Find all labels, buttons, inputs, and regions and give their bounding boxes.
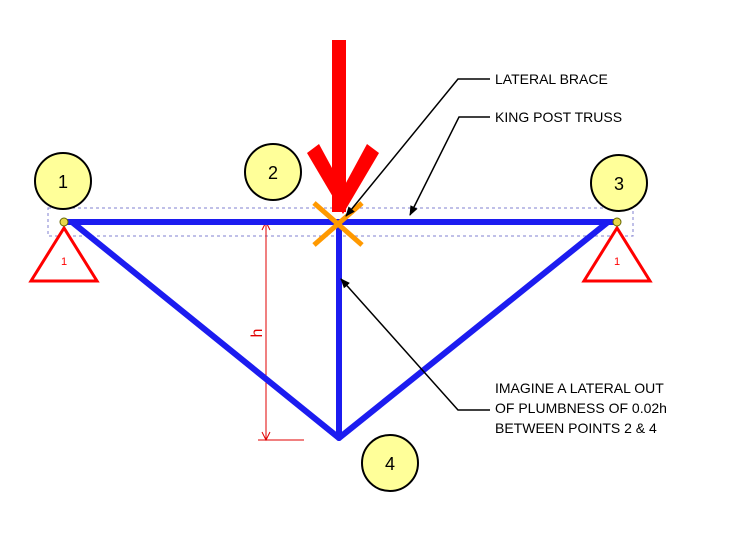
node-circle-icon: [590, 154, 648, 212]
load-down-arrow-icon: [307, 40, 379, 214]
support-left-label: 1: [61, 256, 67, 268]
node-label: 1: [58, 172, 68, 192]
king-post-truss-label: KING POST TRUSS: [495, 109, 622, 125]
support-right-triangle-icon: [581, 225, 653, 283]
lateral-brace-label: LATERAL BRACE: [495, 71, 608, 87]
node-circle-icon: [34, 152, 92, 210]
left-diagonal-member: [69, 219, 342, 441]
height-dimension: h: [249, 220, 304, 442]
right-diagonal-member: [336, 219, 611, 441]
support-left-triangle-icon: [28, 225, 100, 283]
node-label: 4: [385, 454, 395, 474]
node-1: 1: [34, 152, 92, 210]
support-left-pin-icon: [59, 217, 69, 227]
top-chord-dashed-outline: [47, 207, 634, 237]
dimension-bottom-arrow-icon: [261, 431, 271, 442]
node-3: 3: [590, 154, 648, 212]
support-right-label: 1: [614, 256, 620, 268]
imagine-leader: [340, 278, 490, 411]
imagine-line-2: OF PLUMBNESS OF 0.02h: [495, 400, 667, 416]
node-label: 2: [268, 163, 278, 183]
node-2: 2: [244, 143, 302, 201]
support-right-pin-icon: [612, 217, 622, 227]
callout-leaders: [340, 78, 490, 411]
support-left: 1: [28, 217, 100, 283]
node-4: 4: [361, 434, 419, 492]
lateral-brace-leader: [345, 78, 490, 217]
king-post-truss-leader: [409, 116, 490, 216]
node-circle-icon: [361, 434, 419, 492]
support-right: 1: [581, 217, 653, 283]
node-label: 3: [614, 174, 624, 194]
dimension-label: h: [249, 329, 266, 338]
imagine-line-3: BETWEEN POINTS 2 & 4: [495, 420, 657, 436]
node-circle-icon: [244, 143, 302, 201]
imagine-line-1: IMAGINE A LATERAL OUT: [495, 380, 664, 396]
